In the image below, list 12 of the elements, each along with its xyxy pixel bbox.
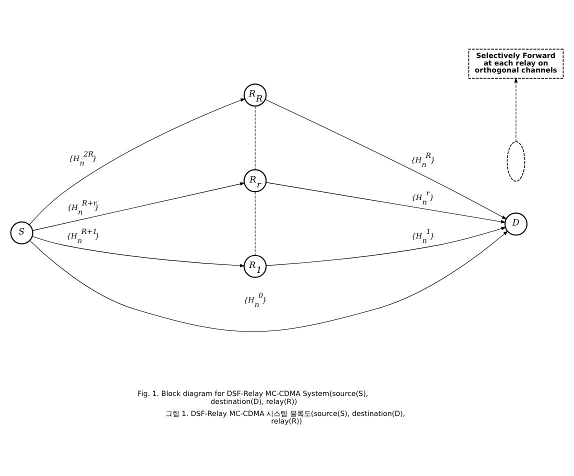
arrow: [30, 230, 508, 332]
connector: [254, 191, 256, 256]
arrow: [32, 182, 245, 230]
arrow: [266, 182, 506, 223]
node-circle: S: [10, 220, 34, 244]
connector: [254, 105, 256, 170]
arrow: [265, 98, 507, 219]
arrow: [32, 236, 245, 267]
arrow: [29, 98, 246, 225]
arrow: [266, 226, 506, 266]
node-ellipse: [506, 140, 526, 182]
arrow: [514, 77, 518, 142]
